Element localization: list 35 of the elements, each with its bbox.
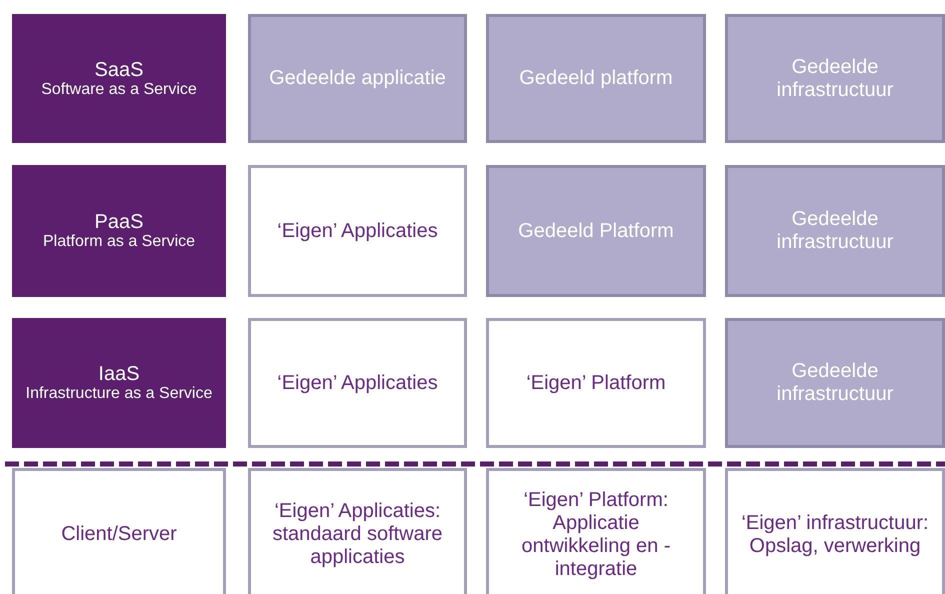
tile-text: Gedeelde infrastructuur [776, 208, 894, 254]
tile-text: Client/Server [61, 523, 177, 546]
service-model-tile [12, 14, 226, 143]
model-heading: IaaS [98, 363, 140, 385]
model-heading: SaaS [94, 58, 144, 80]
tile-text: ‘Eigen’ Applicaties [277, 372, 438, 394]
tile-text: ‘Eigen’ Platform: Applicatie ontwikkeling en -integratie [520, 488, 672, 580]
layer-tile [486, 14, 706, 143]
model-heading: PaaS [94, 211, 144, 233]
layer-tile [486, 468, 706, 594]
tile-text: ‘Eigen’ infrastructuur: Opslag, verwerking [740, 512, 930, 558]
tile-text: Gedeeld Platform [518, 220, 674, 242]
layer-tile [248, 14, 467, 143]
tile-text: ‘Eigen’ Applicaties: standaard software applicaties [271, 500, 444, 569]
layer-tile [725, 318, 945, 448]
layer-tile [248, 468, 467, 594]
layer-tile [12, 468, 226, 594]
tile-text: Gedeelde applicatie [269, 67, 446, 90]
layer-tile [486, 165, 706, 297]
layer-tile [248, 165, 467, 297]
layer-tile [248, 318, 467, 448]
model-subtitle: Software as a Service [41, 80, 197, 98]
layer-tile [725, 468, 945, 594]
model-subtitle: Platform as a Service [42, 233, 196, 251]
model-subtitle: Infrastructure as a Service [26, 385, 212, 403]
tile-text: ‘Eigen’ Platform [526, 372, 666, 394]
tile-text: Gedeelde infrastructuur [776, 56, 894, 102]
service-model-tile [12, 318, 226, 448]
layer-tile [725, 165, 945, 297]
service-model-tile [12, 165, 226, 297]
tile-text: Gedeeld platform [519, 67, 673, 90]
layer-tile [486, 318, 706, 448]
tile-text: ‘Eigen’ Applicaties [277, 220, 438, 242]
layer-tile [725, 14, 945, 143]
tile-text: Gedeelde infrastructuur [776, 360, 894, 406]
